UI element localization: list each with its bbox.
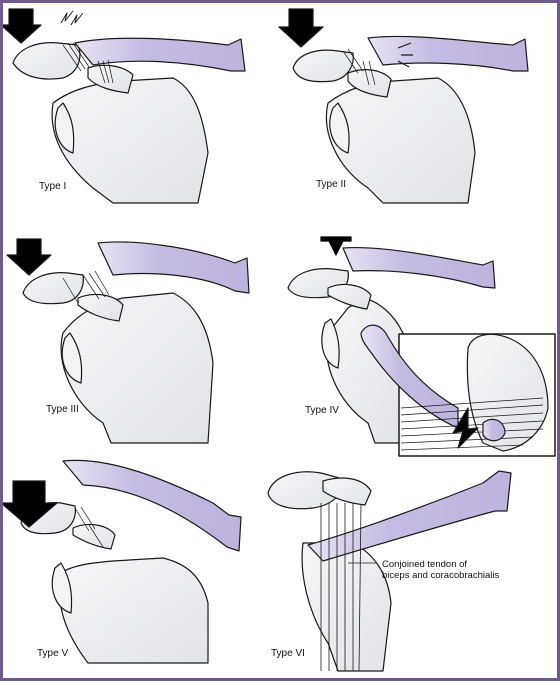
inset-clavicle xyxy=(360,324,459,429)
label-type-4: Type IV xyxy=(305,405,339,416)
force-arrow xyxy=(278,8,324,48)
panel-type-4 xyxy=(287,236,556,457)
clavicle xyxy=(74,37,246,72)
annotation-line-1: Conjoined tendon of xyxy=(382,559,468,570)
coracoid xyxy=(77,293,124,322)
coracoid xyxy=(347,69,392,98)
clavicle xyxy=(342,246,496,289)
panel-type-1 xyxy=(3,8,246,204)
annotation-text: Conjoined tendon of biceps and coracobra… xyxy=(382,559,499,581)
ligament-fibers xyxy=(74,506,104,548)
clavicle xyxy=(97,241,250,294)
impact-mark-icon xyxy=(397,42,413,68)
conjoined-tendon-fibers xyxy=(320,502,362,672)
inset-fragment xyxy=(482,418,506,442)
ligament-fibers xyxy=(342,48,376,86)
label-type-1: Type I xyxy=(39,181,67,192)
panel-type-6 xyxy=(267,470,512,672)
humeral-head xyxy=(61,332,83,384)
acromion xyxy=(292,49,354,83)
scapula-bone xyxy=(301,542,392,672)
ligament-fibers xyxy=(62,42,114,84)
label-type-6: Type VI xyxy=(271,648,305,659)
force-arrow xyxy=(3,8,42,44)
illustration xyxy=(3,8,556,672)
humeral-head xyxy=(54,102,75,154)
acromion xyxy=(12,42,81,80)
impact-mark-icon xyxy=(60,10,84,26)
scapula-bone xyxy=(60,292,214,444)
ligament-fibers xyxy=(62,270,110,304)
acromion xyxy=(22,272,84,305)
force-arrow xyxy=(6,238,52,276)
scapula-bone xyxy=(58,557,209,664)
scapula-bone xyxy=(51,77,209,204)
clavicle xyxy=(307,470,512,562)
annotation-line-2: biceps and coracobrachialis xyxy=(382,570,500,581)
clavicle xyxy=(62,459,242,552)
inset-displacement-arrow xyxy=(452,407,479,449)
label-type-5: Type V xyxy=(37,648,69,659)
humeral-head xyxy=(51,562,73,614)
panel-type-3 xyxy=(6,238,250,444)
panel-type-2 xyxy=(278,8,529,204)
label-type-3: Type III xyxy=(46,404,79,415)
coracoid xyxy=(72,523,116,550)
coracoid xyxy=(322,477,372,506)
humeral-head xyxy=(329,102,350,154)
panel-type-5 xyxy=(3,459,242,664)
force-arrow xyxy=(320,236,352,256)
force-arrow xyxy=(3,480,58,528)
coracoid xyxy=(327,283,372,310)
humeral-head xyxy=(321,318,340,369)
clavicle xyxy=(367,35,529,72)
label-type-2: Type II xyxy=(316,179,347,190)
